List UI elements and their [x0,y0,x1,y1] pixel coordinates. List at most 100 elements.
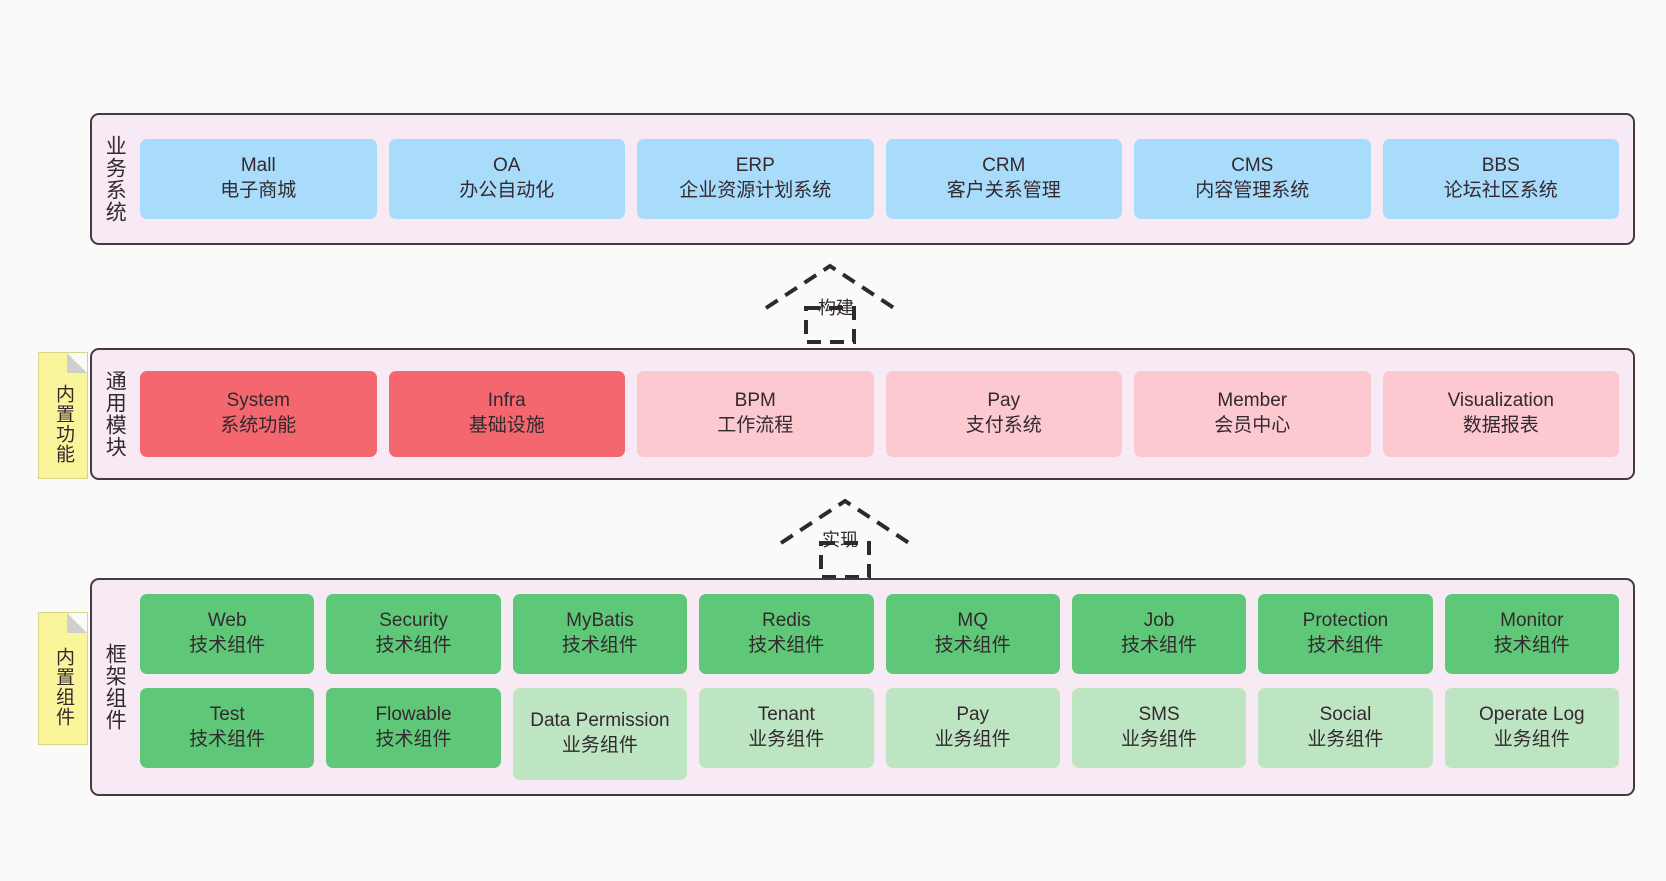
module-layer-items: System 系统功能 Infra 基础设施 BPM 工作流程 Pay 支付系统… [136,350,1633,478]
box-desc: 技术组件 [934,635,1011,656]
box-name: Pay [956,704,990,726]
business-box-cms[interactable]: CMS 内容管理系统 [1134,139,1371,219]
business-box-crm[interactable]: CRM 客户关系管理 [885,139,1122,219]
box-name: ERP [735,155,775,177]
box-desc: 技术组件 [561,635,638,656]
box-name: Security [379,610,448,632]
box-name: Tenant [757,704,815,726]
box-desc: 办公自动化 [459,180,555,201]
framework-box-operate-log[interactable]: Operate Log 业务组件 [1444,688,1619,768]
module-box-pay[interactable]: Pay 支付系统 [885,371,1122,457]
box-name: Mall [240,155,276,177]
box-desc: 技术组件 [189,729,266,750]
box-name: Job [1143,610,1175,632]
box-desc: 会员中心 [1214,415,1291,436]
box-name: Operate Log [1478,704,1585,726]
box-name: Social [1319,704,1372,726]
box-name: System [226,390,290,412]
box-name: CMS [1231,155,1274,177]
business-box-bbs[interactable]: BBS 论坛社区系统 [1382,139,1619,219]
framework-box-redis[interactable]: Redis 技术组件 [699,594,874,674]
box-name: Data Permission [530,710,670,732]
box-desc: 业务组件 [1307,729,1384,750]
arrow-build-label: 构建 [818,298,854,318]
module-layer-panel: 通用模块 System 系统功能 Infra 基础设施 BPM 工作流程 Pay… [90,348,1635,480]
framework-box-mq[interactable]: MQ 技术组件 [885,594,1060,674]
box-name: Protection [1302,610,1389,632]
box-name: Flowable [375,704,452,726]
framework-row-business: Test 技术组件 Flowable 技术组件 Data Permission … [140,688,1619,780]
module-box-visualization[interactable]: Visualization 数据报表 [1382,371,1619,457]
box-name: MQ [957,610,988,632]
framework-row-technical: Web 技术组件 Security 技术组件 MyBatis 技术组件 Redi… [140,594,1619,674]
framework-box-data-permission[interactable]: Data Permission 业务组件 [512,688,688,780]
box-desc: 工作流程 [717,415,794,436]
framework-box-web[interactable]: Web 技术组件 [140,594,315,674]
box-desc: 技术组件 [189,635,266,656]
box-desc: 技术组件 [748,635,825,656]
box-name: MyBatis [566,610,634,632]
box-desc: 业务组件 [934,729,1011,750]
box-desc: 技术组件 [1121,635,1198,656]
box-desc: 企业资源计划系统 [679,180,832,201]
framework-box-social[interactable]: Social 业务组件 [1258,688,1433,768]
box-desc: 业务组件 [561,735,638,756]
business-box-mall[interactable]: Mall 电子商城 [140,139,377,219]
box-desc: 支付系统 [965,415,1042,436]
box-desc: 论坛社区系统 [1443,180,1558,201]
box-name: BBS [1481,155,1520,177]
note-builtin-component: 内置组件 [38,612,88,745]
framework-box-pay[interactable]: Pay 业务组件 [885,688,1060,768]
framework-box-job[interactable]: Job 技术组件 [1071,594,1247,674]
box-name: Redis [762,610,811,632]
box-desc: 业务组件 [748,729,825,750]
box-name: Member [1217,390,1288,412]
box-name: Monitor [1500,610,1564,632]
module-box-member[interactable]: Member 会员中心 [1134,371,1371,457]
framework-box-tenant[interactable]: Tenant 业务组件 [699,688,874,768]
box-name: Infra [487,390,526,412]
box-desc: 业务组件 [1121,729,1198,750]
box-desc: 技术组件 [1493,635,1570,656]
box-desc: 技术组件 [375,729,452,750]
box-desc: 技术组件 [1307,635,1384,656]
business-box-erp[interactable]: ERP 企业资源计划系统 [637,139,874,219]
module-box-bpm[interactable]: BPM 工作流程 [637,371,874,457]
framework-layer-panel: 框架组件 Web 技术组件 Security 技术组件 MyBatis 技术组件… [90,578,1635,796]
business-layer-panel: 业务系统 Mall 电子商城 OA 办公自动化 ERP 企业资源计划系统 CRM… [90,113,1635,245]
framework-box-monitor[interactable]: Monitor 技术组件 [1444,594,1619,674]
arrow-implement [775,497,915,579]
box-name: Visualization [1447,390,1554,412]
box-name: Pay [987,390,1021,412]
framework-layer-items: Web 技术组件 Security 技术组件 MyBatis 技术组件 Redi… [136,580,1633,794]
framework-box-mybatis[interactable]: MyBatis 技术组件 [512,594,688,674]
framework-layer-title: 框架组件 [103,643,127,731]
module-layer-title: 通用模块 [103,370,127,458]
box-desc: 基础设施 [468,415,545,436]
framework-box-test[interactable]: Test 技术组件 [140,688,315,768]
box-name: Test [209,704,245,726]
module-box-system[interactable]: System 系统功能 [140,371,377,457]
box-desc: 系统功能 [220,415,297,436]
box-desc: 数据报表 [1462,415,1539,436]
box-desc: 电子商城 [220,180,297,201]
box-name: OA [493,155,521,177]
business-layer-title: 业务系统 [103,135,127,223]
arrow-implement-label: 实现 [822,530,858,550]
module-box-infra[interactable]: Infra 基础设施 [388,371,625,457]
box-name: SMS [1138,704,1180,726]
business-box-oa[interactable]: OA 办公自动化 [388,139,625,219]
box-name: Web [207,610,247,632]
note-builtin-function: 内置功能 [38,352,88,479]
framework-box-sms[interactable]: SMS 业务组件 [1071,688,1247,768]
box-name: CRM [982,155,1026,177]
framework-box-security[interactable]: Security 技术组件 [326,594,501,674]
arrow-build [760,262,900,344]
box-desc: 业务组件 [1493,729,1570,750]
box-desc: 内容管理系统 [1195,180,1310,201]
box-desc: 客户关系管理 [946,180,1061,201]
framework-box-protection[interactable]: Protection 技术组件 [1258,594,1433,674]
box-desc: 技术组件 [375,635,452,656]
framework-box-flowable[interactable]: Flowable 技术组件 [326,688,501,768]
